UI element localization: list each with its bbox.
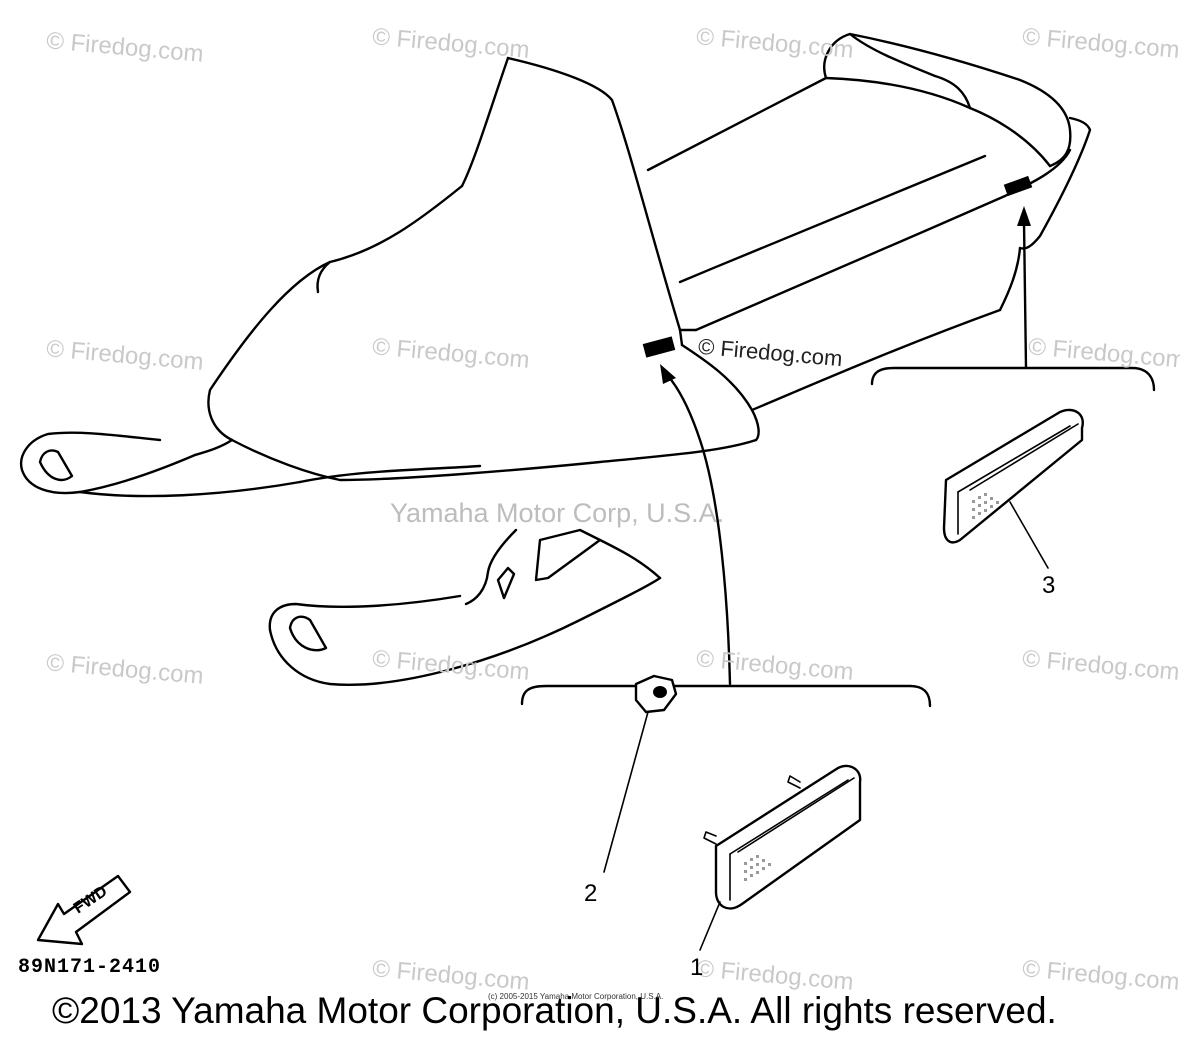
bracket-3 [870,366,1156,392]
part-code: 89N171-2410 [18,956,162,979]
small-copyright: (c) 2005-2015 Yamaha Motor Corporation, … [488,992,664,1001]
bracket-1 [520,684,932,708]
leader-arrows [660,206,1031,686]
reflector-part-3 [942,408,1084,569]
callout-1: 1 [690,954,704,981]
nut-part-2 [603,674,678,873]
center-watermark: Yamaha Motor Corp, U.S.A. [390,498,725,528]
callout-3: 3 [1042,572,1056,599]
reflector-mark-rear [1003,175,1033,197]
fwd-arrow-icon: FWD [36,874,132,946]
reflector-mark-front [642,336,676,358]
snowmobile-outline [19,32,1092,686]
reflector-part-1 [699,764,862,951]
callout-2: 2 [584,880,598,907]
copyright-footer: ©2013 Yamaha Motor Corporation, U.S.A. A… [52,990,1057,1031]
